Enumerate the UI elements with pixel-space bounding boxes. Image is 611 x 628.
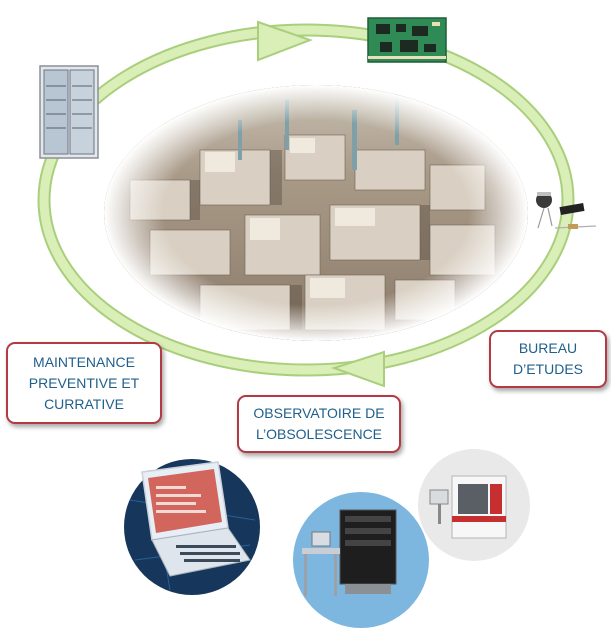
test-bench-icon: [293, 492, 429, 628]
inspection-machine-icon: [418, 449, 530, 561]
observatoire-line-2: L’OBSOLESCENCE: [255, 426, 383, 442]
server-cabinet-icon: [39, 65, 99, 159]
bureau-etudes-label-box: BUREAU D’ETUDES: [489, 330, 607, 388]
industrial-site-photo: [104, 85, 528, 341]
maintenance-line-3: CURRATIVE: [44, 395, 124, 412]
maintenance-label-box: MAINTENANCE PREVENTIVE ET CURRATIVE: [6, 342, 162, 424]
observatoire-line-1: OBSERVATOIRE DE: [253, 405, 385, 421]
laptop-icon: [124, 459, 260, 595]
maintenance-line-1: MAINTENANCE: [33, 353, 135, 370]
observatoire-label-box: OBSERVATOIRE DE L’OBSOLESCENCE: [237, 395, 401, 453]
cycle-ring: [37, 23, 575, 377]
circuit-board-icon: [367, 17, 447, 63]
cycle-arrow-top: [257, 20, 313, 62]
cycle-arrow-bottom: [330, 350, 385, 388]
electronic-components-icon: [536, 192, 597, 229]
bureau-line-2: D’ETUDES: [512, 361, 583, 377]
maintenance-line-2: PREVENTIVE ET: [28, 374, 140, 391]
bureau-line-1: BUREAU: [518, 340, 578, 356]
